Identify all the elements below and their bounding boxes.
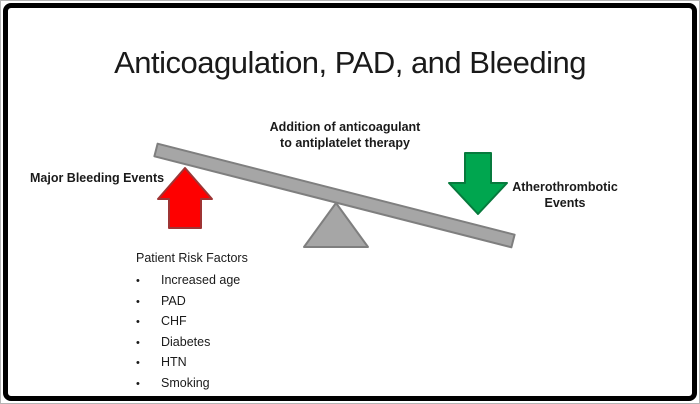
- addition-label-line1: Addition of anticoagulant: [269, 120, 421, 134]
- green-down-arrow-icon: [448, 152, 508, 215]
- list-item: • PAD: [136, 292, 248, 313]
- addition-anticoagulant-label: Addition of anticoagulant to antiplatele…: [230, 119, 460, 151]
- bullet-icon: •: [136, 295, 140, 308]
- athero-label-line2: Events: [544, 196, 586, 210]
- risk-factor-label: Diabetes: [161, 334, 211, 349]
- risk-factor-label: PAD: [161, 293, 186, 308]
- bullet-icon: •: [136, 275, 140, 287]
- patient-risk-factors-block: Patient Risk Factors • Increased age • P…: [136, 250, 248, 394]
- risk-factor-label: CHF: [161, 314, 187, 328]
- risk-factors-list: • Increased age • PAD • CHF • Diabetes •…: [136, 271, 248, 394]
- major-bleeding-events-label: Major Bleeding Events: [30, 171, 165, 185]
- bullet-icon: •: [136, 377, 140, 390]
- bullet-icon: •: [136, 357, 140, 369]
- slide-title: Anticoagulation, PAD, and Bleeding: [114, 45, 586, 80]
- seesaw-beam: [153, 142, 516, 249]
- atherothrombotic-events-label: Atherothrombotic Events: [504, 179, 626, 211]
- risk-factor-label: Smoking: [161, 375, 210, 390]
- red-up-arrow-icon: [157, 167, 213, 229]
- risk-factors-heading: Patient Risk Factors: [136, 251, 248, 265]
- athero-label-line1: Atherothrombotic: [512, 180, 618, 194]
- list-item: • Diabetes: [136, 333, 248, 354]
- list-item: • Increased age: [136, 271, 248, 292]
- risk-factor-label: Increased age: [161, 273, 241, 287]
- risk-factor-label: HTN: [161, 355, 187, 369]
- bullet-icon: •: [136, 316, 140, 328]
- fulcrum-triangle: [303, 202, 369, 248]
- list-item: • CHF: [136, 312, 248, 333]
- list-item: • HTN: [136, 353, 248, 374]
- addition-label-line2: to antiplatelet therapy: [280, 136, 410, 150]
- list-item: • Smoking: [136, 374, 248, 395]
- bullet-icon: •: [136, 336, 140, 349]
